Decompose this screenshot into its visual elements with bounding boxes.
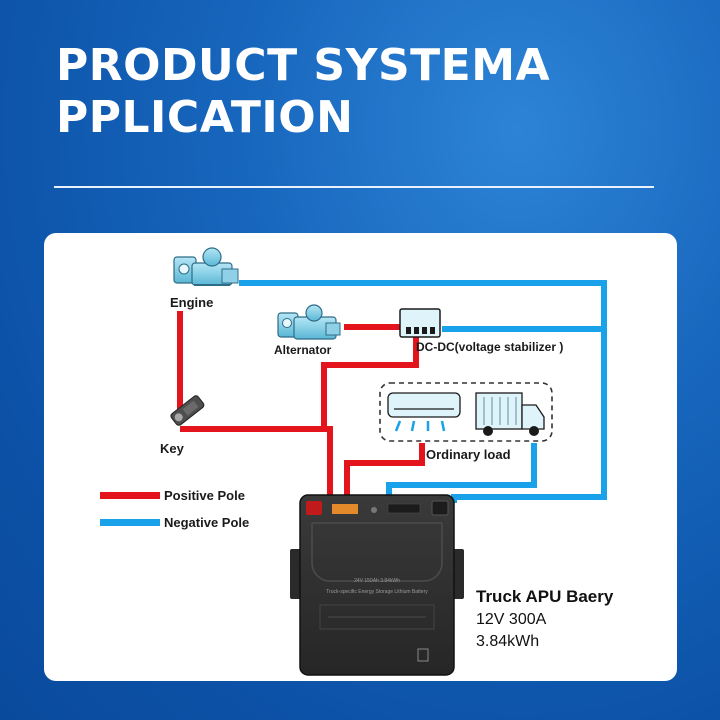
battery-negative-terminal — [431, 500, 449, 516]
system-diagram-panel: Engine Alternator DC-DC(voltage stabiliz… — [44, 233, 677, 681]
positive-wire-dcdc-to-battery — [321, 337, 419, 429]
legend: Positive Pole Negative Pole — [100, 488, 249, 530]
ordinary-load-label: Ordinary load — [426, 447, 511, 462]
legend-positive-swatch — [100, 492, 160, 499]
title-divider — [54, 186, 654, 188]
positive-wire-key-to-battery — [180, 426, 333, 499]
key-label: Key — [160, 441, 185, 456]
battery-positive-terminal — [306, 501, 322, 515]
legend-negative-label: Negative Pole — [164, 515, 249, 530]
positive-wire-load-to-battery — [344, 443, 425, 499]
ordinary-load-group — [379, 382, 553, 442]
alternator-label: Alternator — [274, 343, 332, 357]
page-title-line-2: PPLICATION — [56, 92, 354, 143]
dcdc-stabilizer-icon — [399, 308, 441, 338]
alternator-icon — [277, 304, 341, 340]
battery-image: 24V 150Ah 3.84kWh Truck-specific Energy … — [290, 494, 464, 676]
engine-icon — [173, 247, 239, 286]
negative-wire-load-to-battery — [386, 443, 537, 499]
legend-positive-label: Positive Pole — [164, 488, 245, 503]
air-conditioner-icon — [387, 392, 461, 432]
page-title: PRODUCT SYSTEMA PPLICATION — [56, 40, 676, 144]
dcdc-label: DC-DC(voltage stabilizer ) — [416, 340, 563, 354]
battery-product-text: Truck-specific Energy Storage Lithium Ba… — [326, 589, 428, 595]
battery-name: Truck APU Baery — [476, 587, 614, 606]
negative-pole-wires — [239, 280, 607, 503]
negative-wire-engine-to-battery — [239, 280, 607, 503]
battery-capacity: 3.84kWh — [476, 633, 540, 650]
positive-pole-wires — [177, 311, 425, 499]
wiring-diagram: Engine Alternator DC-DC(voltage stabiliz… — [100, 247, 607, 676]
truck-icon — [475, 392, 545, 436]
key-icon — [170, 395, 205, 426]
engine-label: Engine — [170, 295, 213, 310]
page-title-line-1: PRODUCT SYSTEMA — [56, 40, 551, 91]
legend-negative-swatch — [100, 519, 160, 526]
battery-voltage-current: 12V 300A — [476, 611, 547, 628]
battery-spec-small: 24V 150Ah 3.84kWh — [354, 578, 400, 584]
